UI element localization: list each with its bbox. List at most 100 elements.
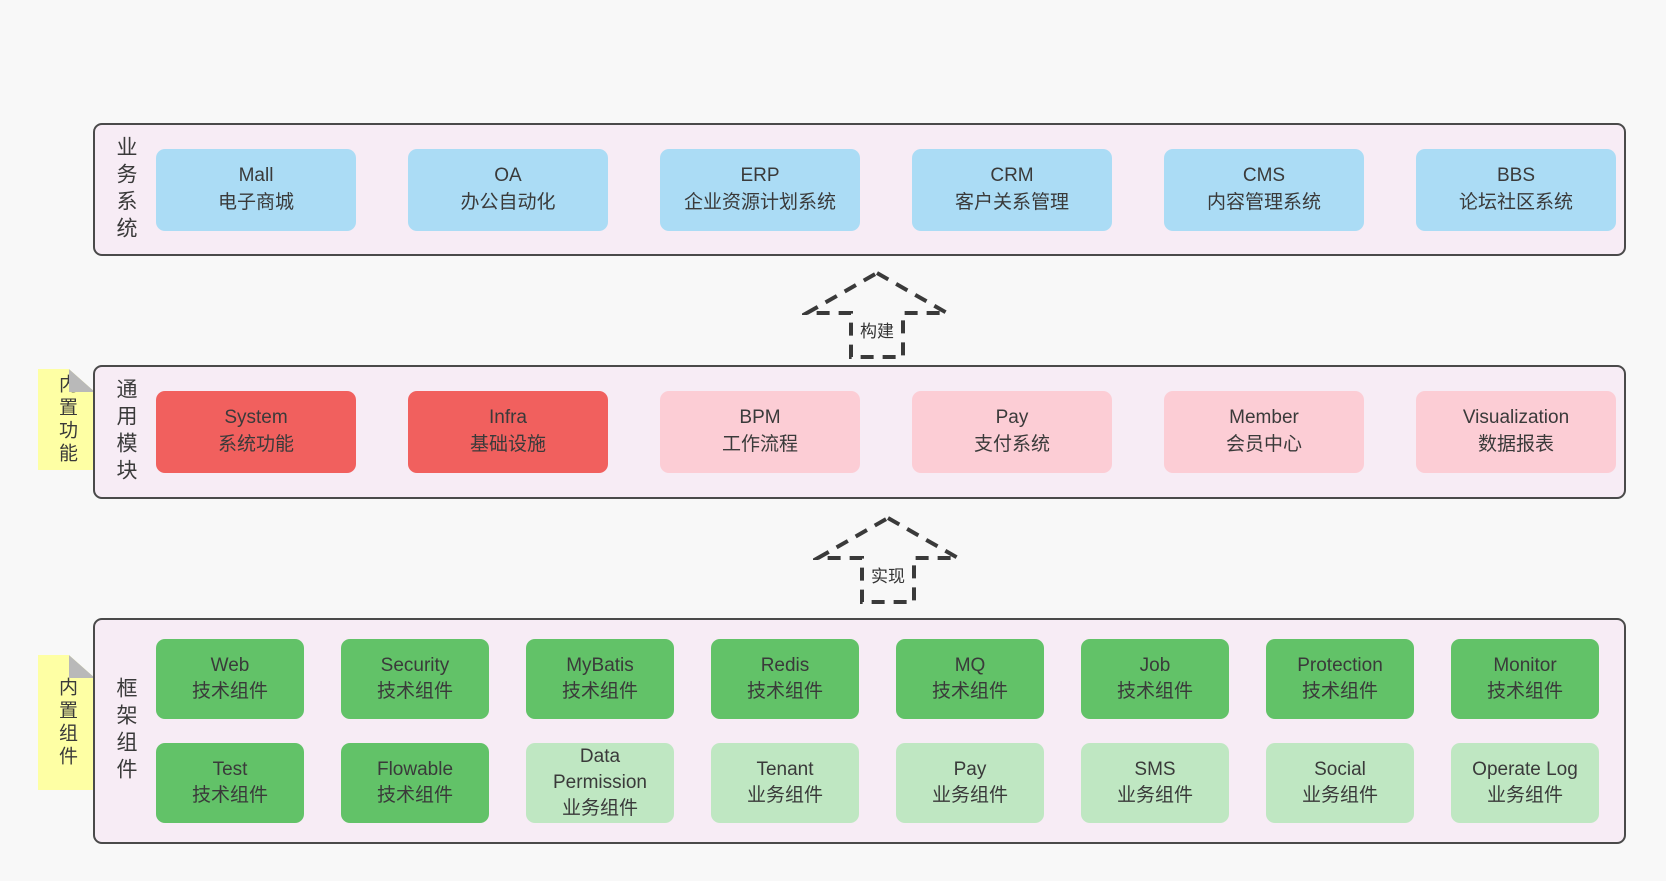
framework-components-panel: 框架组件 Web 技术组件 Security 技术组件 MyBatis 技术组件…	[93, 618, 1626, 844]
box-subtitle: 技术组件	[561, 681, 638, 702]
dashed-up-arrow-icon	[813, 516, 963, 604]
box-name: Visualization	[1462, 407, 1570, 429]
box-infra: Infra 基础设施	[408, 391, 608, 473]
business-systems-panel: 业务系统 Mall 电子商城 OA 办公自动化 ERP 企业资源计划系统 CRM…	[93, 123, 1626, 256]
folded-corner-icon	[69, 655, 95, 678]
folded-corner-icon	[69, 369, 95, 392]
box-subtitle: 客户关系管理	[954, 191, 1069, 213]
box-subtitle: 技术组件	[1116, 681, 1193, 702]
box-mq: MQ 技术组件	[896, 639, 1044, 719]
box-subtitle: 技术组件	[931, 681, 1008, 702]
box-name: Monitor	[1493, 655, 1557, 677]
box-subtitle: 数据报表	[1477, 434, 1554, 455]
box-subtitle: 电子商城	[217, 191, 294, 213]
box-name: Redis	[760, 655, 810, 677]
box-erp: ERP 企业资源计划系统	[660, 148, 860, 231]
box-name: Web	[210, 655, 250, 677]
box-subtitle: 内容管理系统	[1206, 191, 1321, 213]
box-cms: CMS 内容管理系统	[1164, 148, 1364, 231]
box-subtitle: 办公自动化	[460, 191, 556, 213]
box-crm: CRM 客户关系管理	[912, 148, 1112, 231]
box-subtitle: 技术组件	[1301, 681, 1378, 702]
box-subtitle: 业务组件	[1116, 785, 1193, 806]
box-subtitle: 业务组件	[1486, 785, 1563, 806]
box-name: Pay	[953, 759, 987, 781]
box-mall: Mall 电子商城	[156, 148, 356, 231]
box-name: MyBatis	[566, 655, 634, 677]
box-subtitle: 基础设施	[469, 434, 546, 455]
box-web: Web 技术组件	[156, 639, 304, 719]
box-name: Member	[1229, 407, 1299, 429]
box-job: Job 技术组件	[1081, 639, 1229, 719]
box-name: System	[224, 407, 288, 429]
box-subtitle: 系统功能	[217, 434, 294, 455]
components-row-2: Test 技术组件 Flowable 技术组件 Data Permission …	[156, 743, 1599, 823]
box-name: Operate Log	[1472, 759, 1578, 781]
panel-label-business: 业务系统	[95, 125, 156, 254]
box-subtitle: 支付系统	[973, 434, 1050, 455]
box-name: CRM	[990, 164, 1034, 186]
box-name: Mall	[238, 164, 274, 186]
box-name: SMS	[1134, 759, 1176, 781]
modules-boxes-row: System 系统功能 Infra 基础设施 BPM 工作流程 Pay 支付系统…	[156, 367, 1624, 497]
box-name: ERP	[740, 164, 780, 186]
box-visualization: Visualization 数据报表	[1416, 391, 1616, 473]
box-subtitle: 技术组件	[191, 785, 268, 806]
box-operate-log: Operate Log 业务组件	[1451, 743, 1599, 823]
box-bbs: BBS 论坛社区系统	[1416, 148, 1616, 231]
panel-label-text: 业务系统	[114, 135, 137, 244]
box-protection: Protection 技术组件	[1266, 639, 1414, 719]
box-subtitle: 技术组件	[376, 785, 453, 806]
box-name: BBS	[1496, 164, 1536, 186]
box-flowable: Flowable 技术组件	[341, 743, 489, 823]
box-tenant: Tenant 业务组件	[711, 743, 859, 823]
build-arrow-label: 构建	[857, 317, 897, 342]
box-subtitle: 技术组件	[376, 681, 453, 702]
box-pay-component: Pay 业务组件	[896, 743, 1044, 823]
box-oa: OA 办公自动化	[408, 148, 608, 231]
sticky-note-builtin-functions: 内置功能	[38, 369, 95, 470]
implement-arrow: 实现	[813, 516, 963, 604]
box-name: BPM	[739, 407, 781, 429]
common-modules-panel: 通用模块 System 系统功能 Infra 基础设施 BPM 工作流程 Pay…	[93, 365, 1626, 499]
implement-arrow-label: 实现	[868, 562, 908, 587]
box-name: Test	[212, 759, 248, 781]
box-subtitle: 会员中心	[1225, 434, 1302, 455]
box-subtitle: 技术组件	[191, 681, 268, 702]
box-subtitle: 业务组件	[931, 785, 1008, 806]
box-name: Tenant	[756, 759, 814, 781]
box-data-permission: Data Permission 业务组件	[526, 743, 674, 823]
box-name: Social	[1314, 759, 1366, 781]
box-name: Data Permission	[553, 746, 647, 794]
box-subtitle: 工作流程	[721, 434, 798, 455]
panel-label-text: 通用模块	[114, 378, 137, 486]
box-monitor: Monitor 技术组件	[1451, 639, 1599, 719]
components-row-1: Web 技术组件 Security 技术组件 MyBatis 技术组件 Redi…	[156, 639, 1599, 719]
box-name: Pay	[995, 407, 1029, 429]
sticky-note-builtin-components: 内置组件	[38, 655, 95, 790]
box-name: Security	[380, 655, 450, 677]
box-subtitle: 论坛社区系统	[1458, 191, 1573, 213]
box-name: Infra	[488, 407, 528, 429]
box-redis: Redis 技术组件	[711, 639, 859, 719]
box-name: OA	[494, 164, 522, 186]
box-member: Member 会员中心	[1164, 391, 1364, 473]
dashed-up-arrow-icon	[802, 271, 952, 359]
box-name: MQ	[954, 655, 986, 677]
business-boxes-row: Mall 电子商城 OA 办公自动化 ERP 企业资源计划系统 CRM 客户关系…	[156, 125, 1624, 254]
box-test: Test 技术组件	[156, 743, 304, 823]
panel-label-text: 框架组件	[114, 677, 137, 785]
box-system: System 系统功能	[156, 391, 356, 473]
sticky-label: 内置组件	[56, 676, 77, 769]
components-boxes-grid: Web 技术组件 Security 技术组件 MyBatis 技术组件 Redi…	[156, 620, 1624, 842]
box-bpm: BPM 工作流程	[660, 391, 860, 473]
box-subtitle: 业务组件	[1301, 785, 1378, 806]
box-mybatis: MyBatis 技术组件	[526, 639, 674, 719]
box-subtitle: 企业资源计划系统	[683, 191, 836, 213]
build-arrow: 构建	[802, 271, 952, 359]
box-pay-module: Pay 支付系统	[912, 391, 1112, 473]
box-subtitle: 业务组件	[561, 797, 638, 819]
box-security: Security 技术组件	[341, 639, 489, 719]
panel-label-modules: 通用模块	[95, 367, 156, 497]
